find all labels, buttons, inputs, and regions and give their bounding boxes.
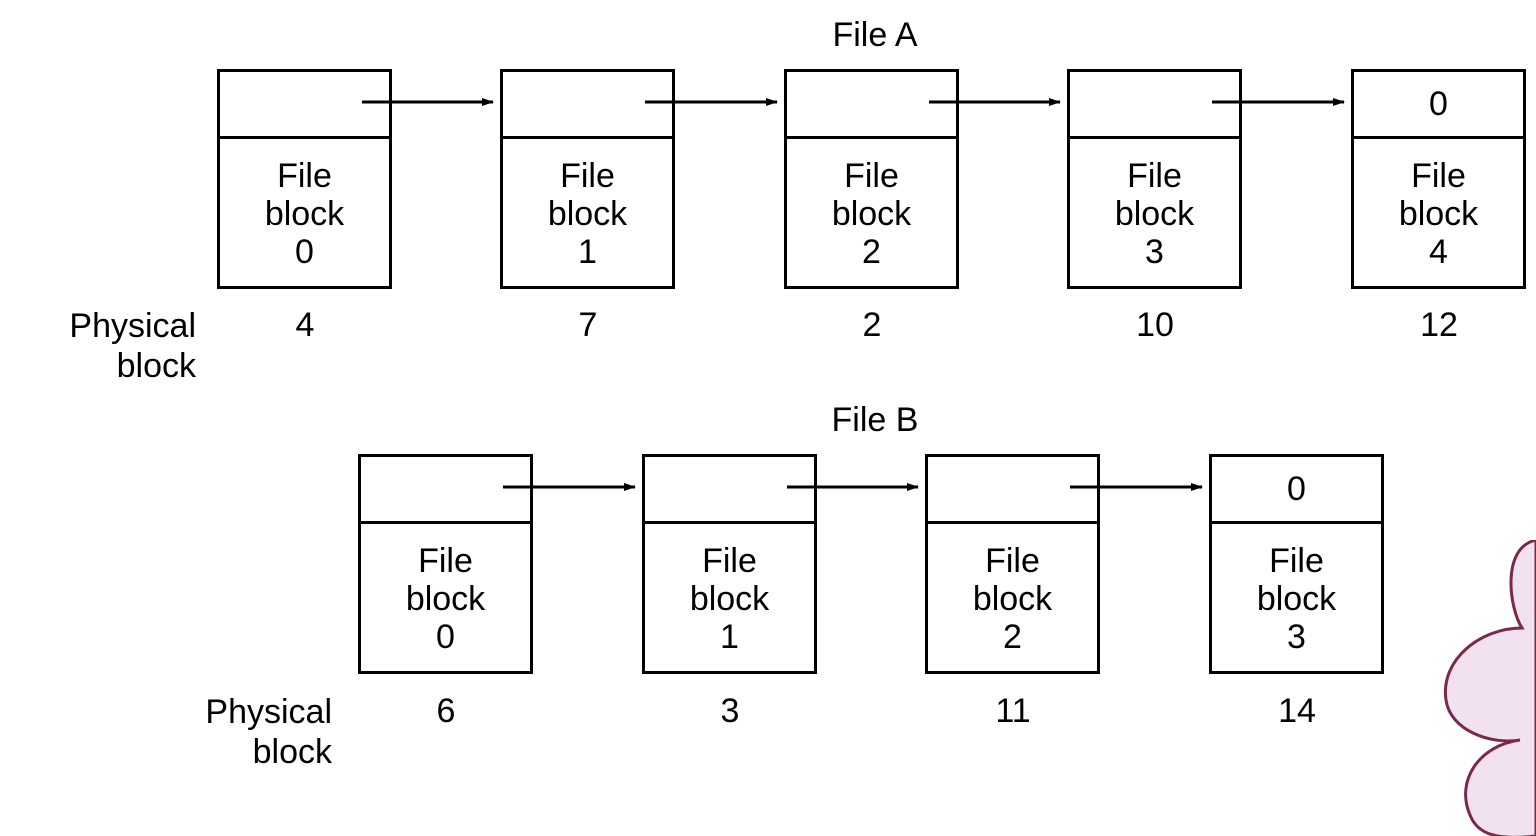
label-line-1: File [277,157,332,195]
file-a-physical-block-label: Physical block [69,307,196,385]
pointer-cell [787,72,956,139]
pointer-cell [361,457,530,524]
label-line-2: block [689,580,770,618]
file-b-physical-number-3: 14 [1278,692,1316,730]
file-a-physical-number-1: 7 [578,306,598,344]
pointer-cell [220,72,389,139]
label-line-1: File [1127,157,1182,195]
label-line-1: File [560,157,615,195]
pointer-value: 0 [1429,85,1448,123]
block-index: 1 [578,233,597,271]
label-line-2: block [1398,195,1479,233]
file-b-physical-block-label: Physical block [205,693,332,771]
label-line-2: block [1114,195,1195,233]
label-line-2: block [405,580,486,618]
pointer-cell [503,72,672,139]
pointer-cell [645,457,814,524]
pointer-cell [1070,72,1239,139]
file-a-physical-number-4: 12 [1420,306,1458,344]
label-line-1: File [418,542,473,580]
file-b-physical-number-2: 11 [995,692,1031,730]
label-line-1: File [844,157,899,195]
file-a-title: File A [832,16,918,54]
block-index: 4 [1429,233,1448,271]
file-a-physical-number-0: 4 [295,306,315,344]
label-line-2: block [972,580,1053,618]
file-a-physical-number-3: 10 [1136,306,1174,344]
block-index: 0 [295,233,314,271]
pointer-cell: 0 [1354,72,1523,139]
pointer-cell [928,457,1097,524]
file-b-physical-number-0: 6 [436,692,456,730]
label-line-2: block [264,195,345,233]
block-index: 3 [1287,618,1306,656]
label-line-1: File [702,542,757,580]
label-line-2: block [1256,580,1337,618]
label-line-1: File [1411,157,1466,195]
pointer-cell: 0 [1212,457,1381,524]
file-a-physical-number-2: 2 [862,306,882,344]
pointer-value: 0 [1287,470,1306,508]
block-index: 0 [436,618,455,656]
label-line-2: block [831,195,912,233]
file-b-physical-number-1: 3 [720,692,740,730]
block-index: 2 [862,233,881,271]
label-line-2: block [547,195,628,233]
block-index: 1 [720,618,739,656]
file-b-title: File B [831,401,919,439]
block-index: 3 [1145,233,1164,271]
label-line-1: File [985,542,1040,580]
cloud-shape [1443,540,1536,836]
block-index: 2 [1003,618,1022,656]
label-line-1: File [1269,542,1324,580]
